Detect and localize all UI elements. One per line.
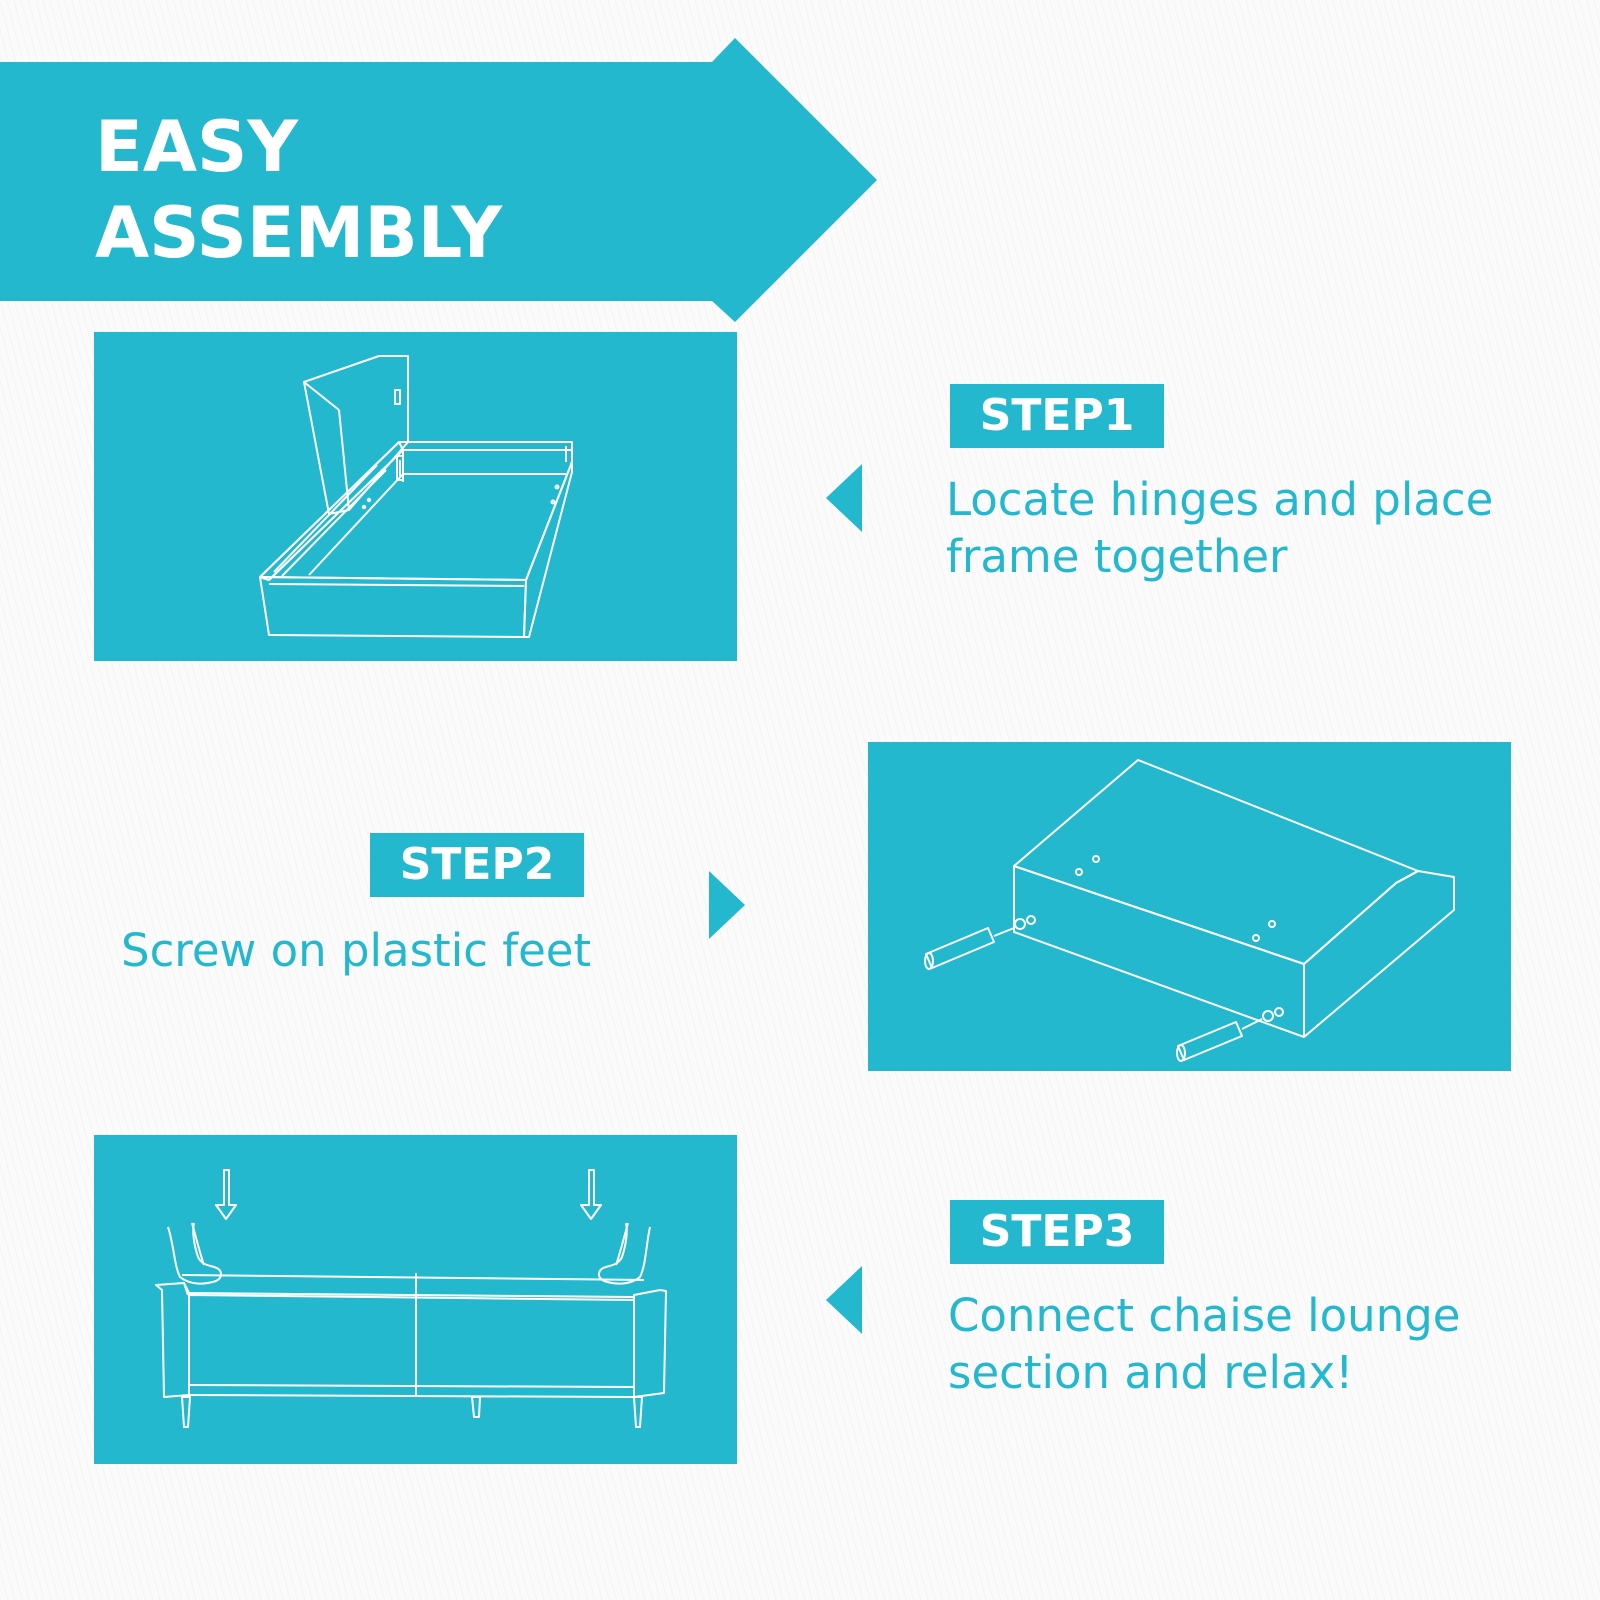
sofa-frame-hinge-illustration (259, 355, 573, 638)
step1-pointer-left-icon (826, 464, 862, 532)
step3-caption-line1: Connect chaise lounge (948, 1289, 1461, 1342)
down-arrow-right-icon (580, 1169, 602, 1220)
sofa-base-feet-illustration (924, 759, 1455, 1062)
step3-pointer-left-icon (826, 1266, 862, 1334)
page-title-line2: ASSEMBLY (95, 192, 503, 274)
step1-badge: STEP1 (950, 384, 1164, 448)
step1-caption-line1: Locate hinges and place (946, 473, 1494, 526)
step3-illustration-panel (94, 1135, 737, 1464)
step3-caption: Connect chaise lounge section and relax! (948, 1287, 1460, 1401)
step2-badge: STEP2 (370, 833, 584, 897)
down-arrow-left-icon (215, 1169, 237, 1220)
left-hand-icon (167, 1222, 222, 1285)
step2-pointer-right-icon (709, 871, 745, 939)
sofa-connect-illustration (155, 1169, 667, 1428)
header-banner: EASY ASSEMBLY (0, 38, 880, 323)
page-title-line1: EASY (95, 106, 299, 188)
step2-caption: Screw on plastic feet (121, 922, 591, 979)
banner-arrow-shape (0, 38, 877, 322)
right-hand-icon (598, 1222, 651, 1285)
step1-caption: Locate hinges and place frame together (946, 471, 1493, 585)
step1-caption-line2: frame together (946, 530, 1288, 583)
page-title: EASY ASSEMBLY (95, 104, 502, 276)
step2-caption-line1: Screw on plastic feet (121, 924, 592, 977)
step1-illustration-panel (94, 332, 737, 661)
step3-badge: STEP3 (950, 1200, 1164, 1264)
step3-caption-line2: section and relax! (948, 1346, 1354, 1399)
step2-illustration-panel (868, 742, 1511, 1071)
